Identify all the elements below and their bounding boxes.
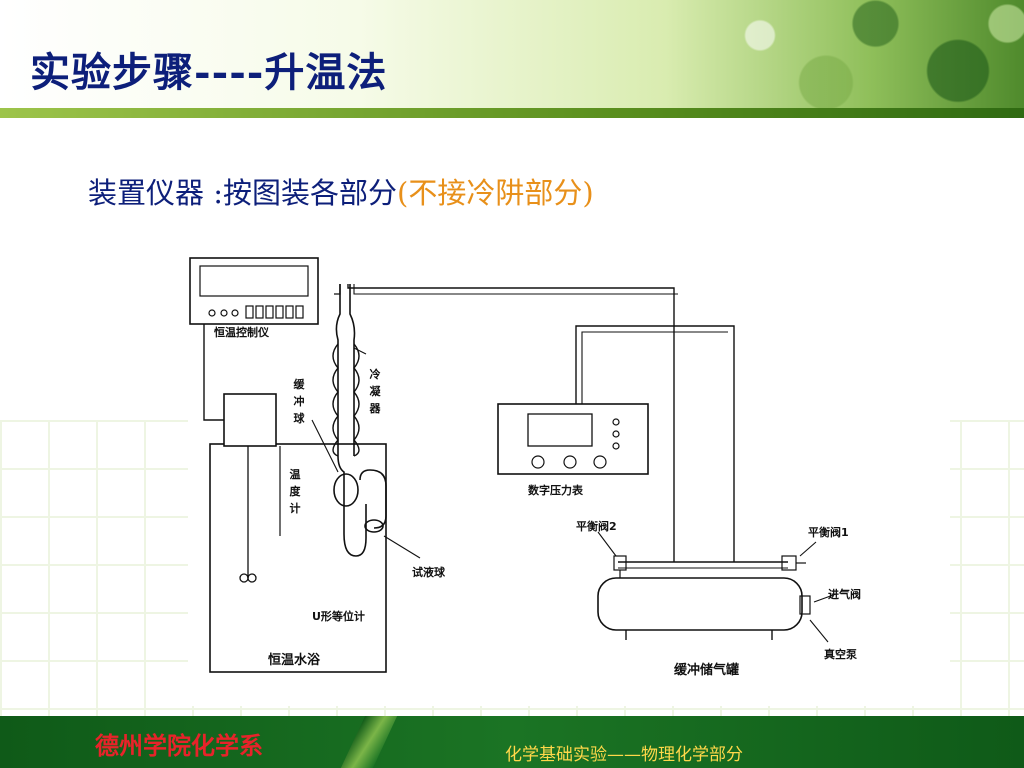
controller-wire — [203, 324, 224, 421]
label-thermostat-controller: 恒温控制仪 — [214, 326, 269, 339]
heater-box — [223, 393, 277, 447]
inlet-valve — [799, 595, 811, 615]
slide-subtitle: 装置仪器 :按图装各部分(不接冷阱部分) — [88, 170, 594, 212]
header-divider — [0, 108, 1024, 118]
label-balance-valve-1: 平衡阀1 — [808, 526, 849, 539]
label-u-manometer: U形等位计 — [312, 610, 365, 623]
test-bulb — [364, 519, 384, 533]
apparatus-diagram: 恒温控制仪 缓冲球 冷凝器 温度计 试液球 U形等位计 恒温水浴 数字压力表 平… — [188, 244, 950, 706]
label-buffer-bulb: 缓冲球 — [293, 378, 305, 425]
controller-buttons — [245, 305, 304, 319]
label-condenser: 冷凝器 — [369, 368, 381, 415]
pressure-gauge-body — [497, 403, 649, 475]
vacuum-line — [347, 284, 675, 562]
slide-title: 实验步骤----升温法 — [30, 49, 388, 96]
label-buffer-tank: 缓冲储气罐 — [674, 663, 740, 678]
label-pressure-gauge: 数字压力表 — [528, 484, 583, 497]
leader-lines — [311, 347, 837, 643]
apparatus-drawing — [189, 257, 837, 673]
label-water-bath: 恒温水浴 — [268, 653, 321, 668]
buffer-tank-body — [597, 577, 803, 631]
footer-band — [0, 716, 1024, 768]
controller-knob — [208, 309, 216, 317]
pressure-gauge-screen — [527, 413, 593, 447]
header-band — [0, 0, 1024, 118]
footer-course: 化学基础实验——物理化学部分 — [505, 745, 743, 765]
water-bath-tank — [209, 443, 387, 673]
label-thermometer: 温度计 — [289, 468, 301, 515]
footer-divider — [340, 716, 398, 768]
subtitle-note: (不接冷阱部分) — [397, 176, 594, 210]
buffer-bulb — [333, 473, 359, 507]
label-inlet-valve: 进气阀 — [828, 588, 861, 601]
controller-body — [189, 257, 319, 325]
label-balance-valve-2: 平衡阀2 — [576, 520, 617, 533]
label-test-bulb: 试液球 — [412, 566, 445, 579]
controller-screen — [199, 265, 309, 297]
condenser-outer — [335, 284, 367, 557]
subtitle-main: 装置仪器 :按图装各部分 — [88, 176, 397, 210]
footer-department: 德州学院化学系 — [95, 731, 263, 760]
foliage-decoration — [694, 0, 1024, 118]
label-vacuum-pump: 真空泵 — [824, 648, 857, 661]
